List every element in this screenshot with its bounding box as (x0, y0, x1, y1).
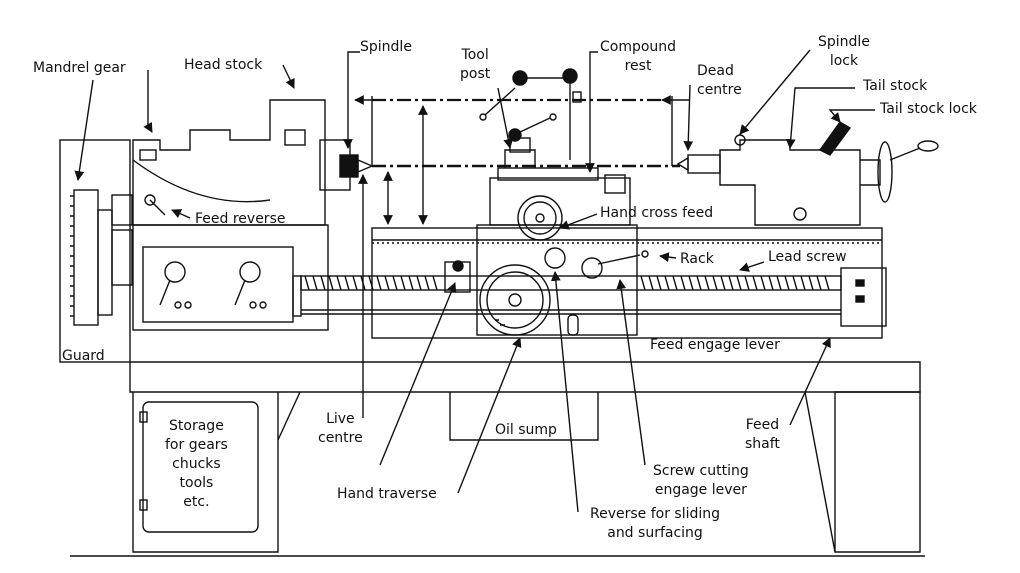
tail-stock (719, 139, 861, 226)
storage-door (142, 401, 259, 533)
label-lead-screw: Lead screw (768, 249, 847, 265)
label-storage: Storage for gears chucks tools etc. (165, 418, 228, 510)
label-hand-traverse: Hand traverse (337, 486, 437, 502)
label-oil-sump: Oil sump (495, 422, 557, 438)
label-live-centre: Live centre (318, 411, 363, 446)
label-mandrel-gear: Mandrel gear (33, 60, 126, 76)
label-feed-engage-lever: Feed engage lever (650, 337, 780, 353)
lead-screw (300, 275, 842, 291)
mandrel-gear (73, 189, 99, 326)
bed-top (129, 361, 921, 393)
compound-rest (504, 149, 536, 168)
label-screw-cutting-engage-lever: Screw cutting engage lever (653, 463, 749, 498)
spindle (339, 154, 359, 178)
label-rack: Rack (680, 251, 714, 267)
end-bracket (840, 267, 887, 327)
label-feed-shaft: Feed shaft (745, 417, 780, 452)
label-tool-post: Tool post (460, 47, 491, 82)
head-stock (132, 99, 326, 226)
tail-stock-lock (818, 121, 852, 156)
label-spindle: Spindle (360, 39, 412, 55)
label-feed-reverse: Feed reverse (195, 211, 286, 227)
label-tail-stock: Tail stock (863, 78, 928, 94)
label-tail-stock-lock: Tail stock lock (880, 101, 977, 117)
label-spindle-lock: Spindle lock (818, 34, 870, 69)
label-compound-rest: Compound rest (600, 39, 677, 74)
hand-traverse-wheel (479, 264, 551, 336)
screw-cutting-lever-knob (581, 257, 603, 279)
door-hinge-bottom (139, 499, 148, 511)
guard-box (59, 139, 131, 363)
tail-stock-handwheel (877, 141, 893, 203)
label-guard: Guard (62, 348, 105, 364)
label-head-stock: Head stock (184, 57, 263, 73)
dead-centre-barrel (687, 154, 721, 174)
lathe-bed (371, 227, 883, 339)
leader-mandrel-gear (143, 70, 153, 133)
label-dead-centre: Dead centre (697, 63, 742, 98)
label-hand-cross-feed: Hand cross feed (600, 205, 714, 221)
label-reverse-sliding-surfacing: Reverse for sliding and surfacing (590, 506, 721, 541)
right-leg (834, 391, 921, 553)
hand-cross-feed-wheel (517, 195, 563, 241)
oil-sump (449, 392, 599, 441)
door-hinge-top (139, 411, 148, 423)
live-centre (357, 158, 374, 174)
gearbox-panel (142, 246, 294, 323)
left-cabinet (132, 392, 279, 553)
apron (476, 224, 638, 336)
